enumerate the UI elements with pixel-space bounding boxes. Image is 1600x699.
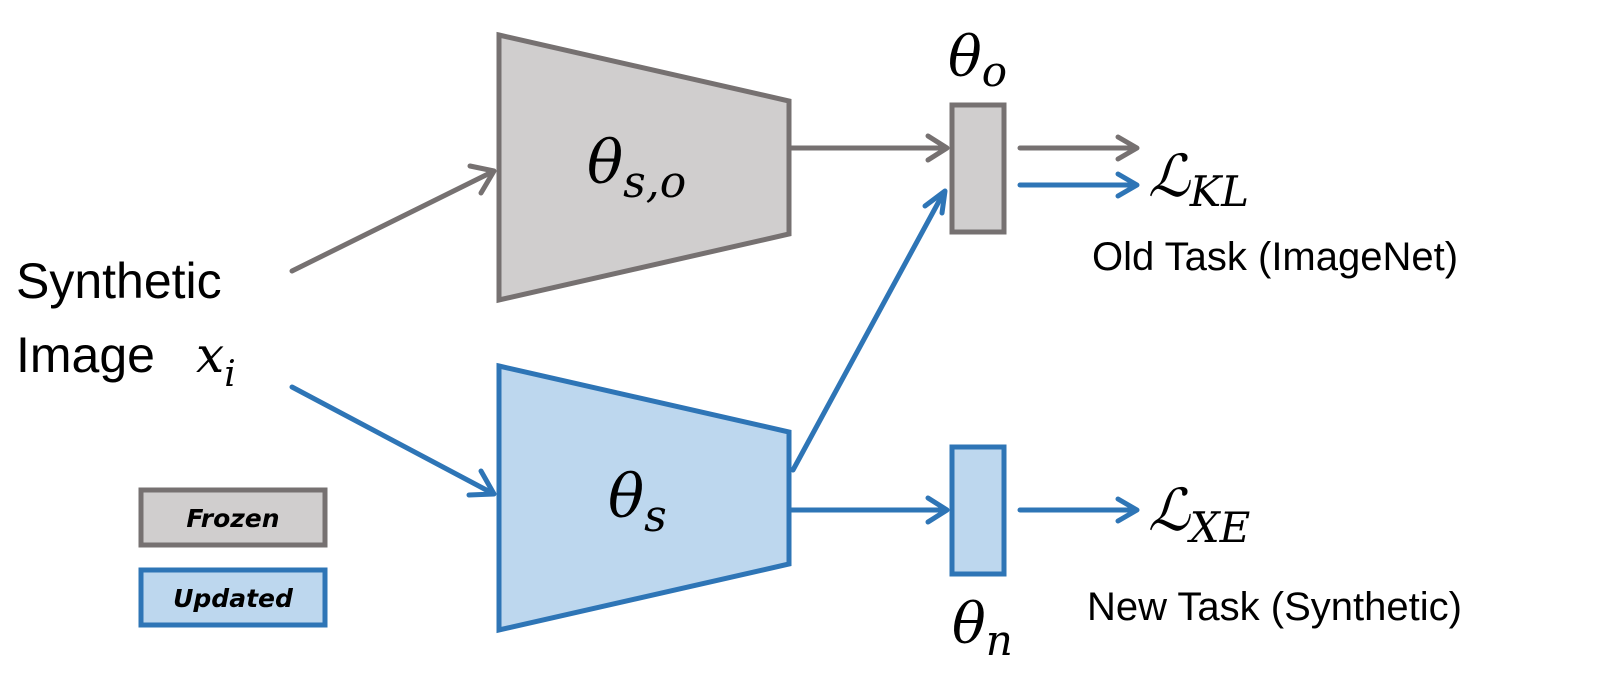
legend-swatch-frozen: [138, 487, 328, 548]
input-symbol: xi: [196, 326, 236, 395]
frozen-backbone-block: [496, 31, 792, 304]
xe-loss-caption: New Task (Synthetic): [1087, 585, 1462, 629]
legend-label-updated: Updated: [173, 584, 294, 613]
arrow-input-to-updated-backbone: [289, 384, 497, 498]
arrow-updated-backbone-to-new-head: [788, 495, 950, 525]
old-head-block: [949, 102, 1007, 235]
legend: Frozen Updated: [138, 487, 328, 628]
updated-backbone-block: [496, 362, 792, 634]
new-head-label: θn: [952, 592, 1013, 665]
legend-label-frozen: Frozen: [186, 504, 279, 533]
updated-backbone-label: θs: [608, 462, 667, 542]
kl-loss-caption: Old Task (ImageNet): [1092, 235, 1458, 279]
arrow-new-head-to-xe: [1017, 496, 1140, 524]
arrow-old-head-to-kl-updated: [1017, 171, 1140, 199]
legend-swatch-updated: [138, 567, 328, 628]
legend-item-frozen: Frozen: [138, 487, 328, 548]
arrow-old-head-to-kl-frozen: [1017, 134, 1140, 162]
xe-loss-label: ℒXE: [1148, 476, 1250, 552]
legend-item-updated: Updated: [138, 567, 328, 628]
arrow-frozen-backbone-to-old-head: [788, 133, 950, 163]
input-label-line2: Image: [16, 327, 155, 383]
old-head-label: θo: [948, 25, 1007, 96]
kl-loss-label: ℒKL: [1148, 142, 1249, 216]
frozen-backbone-label: θs,o: [587, 128, 686, 208]
new-head-block: [949, 444, 1007, 577]
arrow-input-to-frozen-backbone: [289, 163, 497, 274]
arrow-updated-backbone-to-old-head: [790, 188, 948, 473]
input-label-line1: Synthetic: [16, 253, 222, 309]
